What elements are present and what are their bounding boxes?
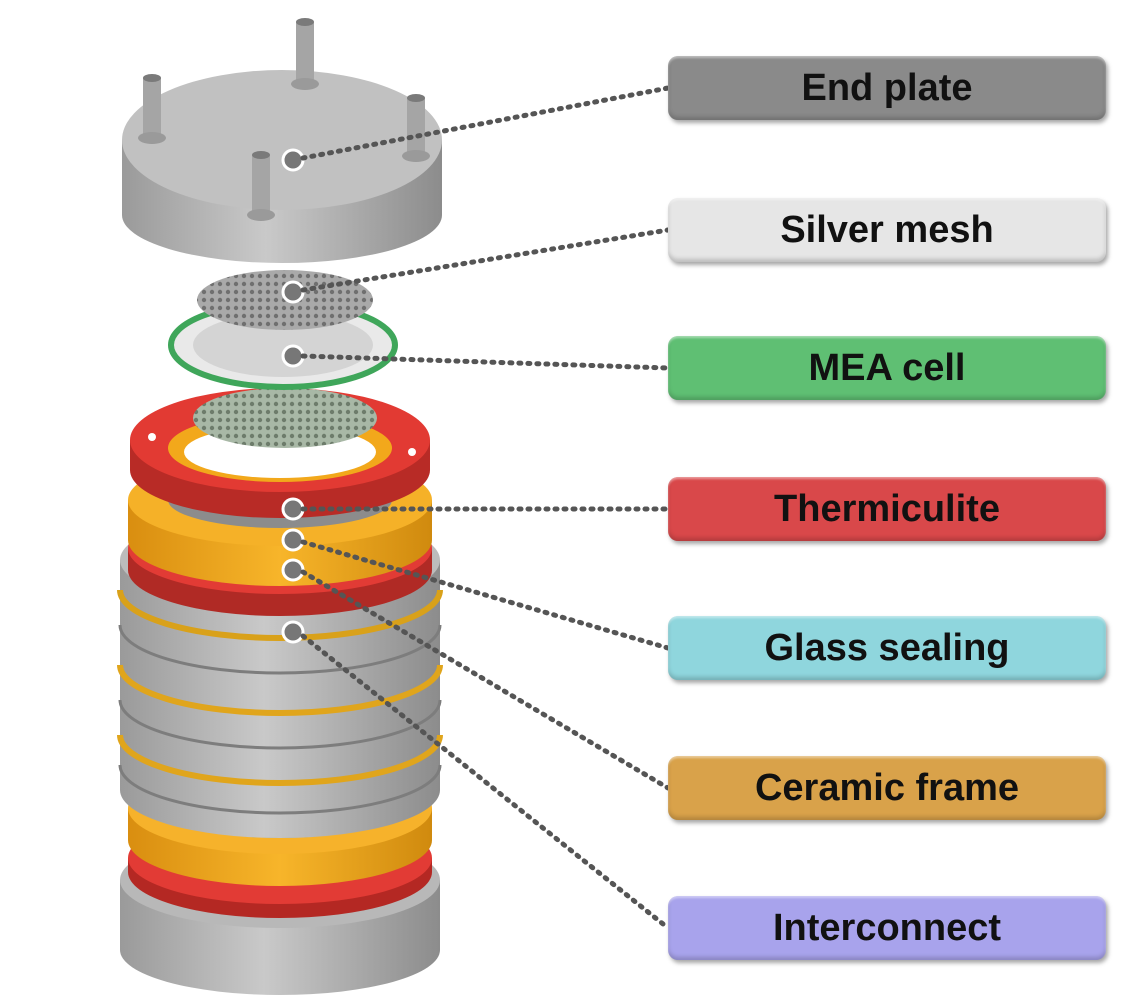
leader-line-glass-sealing	[300, 539, 671, 651]
leader-point-mea-cell	[281, 344, 305, 368]
leader-point-end-plate	[281, 148, 305, 172]
green-mesh	[193, 388, 377, 448]
leader-point-thermiculite	[281, 497, 305, 521]
leader-line-silver-mesh	[300, 227, 671, 293]
label-glass-sealing: Glass sealing	[668, 616, 1106, 680]
leader-points	[281, 148, 305, 644]
leader-lines	[300, 85, 671, 931]
leader-line-mea-cell	[300, 353, 671, 371]
leader-point-interconnect	[281, 620, 305, 644]
label-silver-mesh: Silver mesh	[668, 198, 1106, 262]
leader-line-end-plate	[300, 85, 671, 161]
leader-point-silver-mesh	[281, 280, 305, 304]
leader-line-ceramic-frame	[300, 569, 671, 791]
end-plate	[122, 18, 442, 263]
label-ceramic-frame: Ceramic frame	[668, 756, 1106, 820]
leader-line-interconnect	[300, 633, 671, 931]
label-mea-cell: MEA cell	[668, 336, 1106, 400]
leader-point-glass-sealing	[281, 528, 305, 552]
label-end-plate: End plate	[668, 56, 1106, 120]
label-thermiculite: Thermiculite	[668, 477, 1106, 541]
mea-cell-disc	[168, 300, 398, 390]
label-interconnect: Interconnect	[668, 896, 1106, 960]
leader-point-ceramic-frame	[281, 558, 305, 582]
